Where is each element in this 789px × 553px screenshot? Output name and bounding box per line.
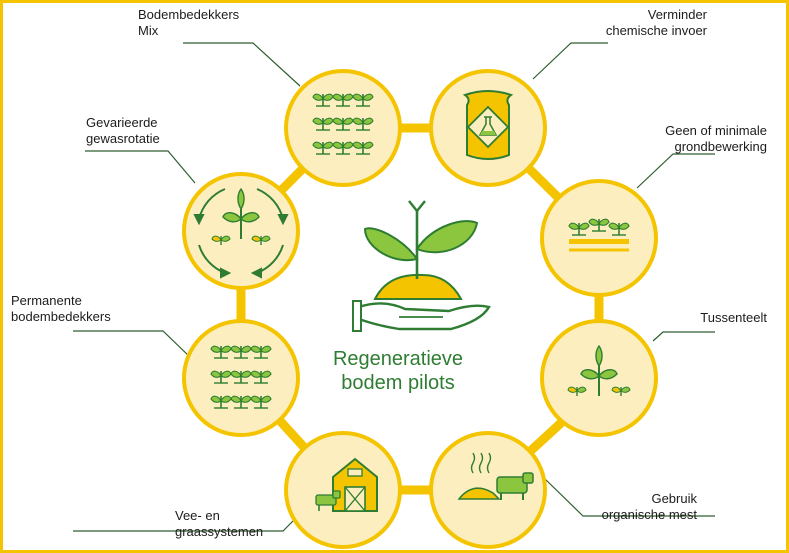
node-tussenteelt [540,319,658,437]
label-tussenteelt: Tussenteelt [700,310,767,325]
label-bodembedekkers-mix: Bodembedekkers Mix [138,7,240,38]
label-geen-grondbewerking: Geen of minimale grondbewerking [665,123,767,154]
barn-livestock-icon [315,457,378,512]
node-verminder-chemische-invoer [429,69,547,187]
no-till-plants-icon [568,218,630,252]
chemical-bag-icon [462,90,514,160]
label-vee-graassystemen: Vee- en graassystemen [175,508,264,539]
manure-cow-icon [457,452,534,500]
label-verminder-chemische-invoer: Verminder chemische invoer [605,7,707,38]
diagram-canvas [73,42,715,549]
node-gewasrotatie [182,172,300,290]
label-permanente-bodembedekkers: Permanente bodembedekkers [11,293,111,324]
node-vee-graassystemen [284,431,402,549]
node-permanente-bodembedekkers [182,319,300,437]
crop-rotation-icon [193,188,289,279]
label-organische-mest: Gebruik organische mest [601,491,697,522]
center-title: Regeneratieve bodem pilots [332,348,464,394]
node-bodembedekkers-mix [284,69,402,187]
hand-holding-sprout-icon [352,200,491,332]
node-geen-grondbewerking [540,179,658,297]
label-gewasrotatie: Gevarieerde gewasrotatie [86,115,160,146]
node-organische-mest [429,431,547,549]
